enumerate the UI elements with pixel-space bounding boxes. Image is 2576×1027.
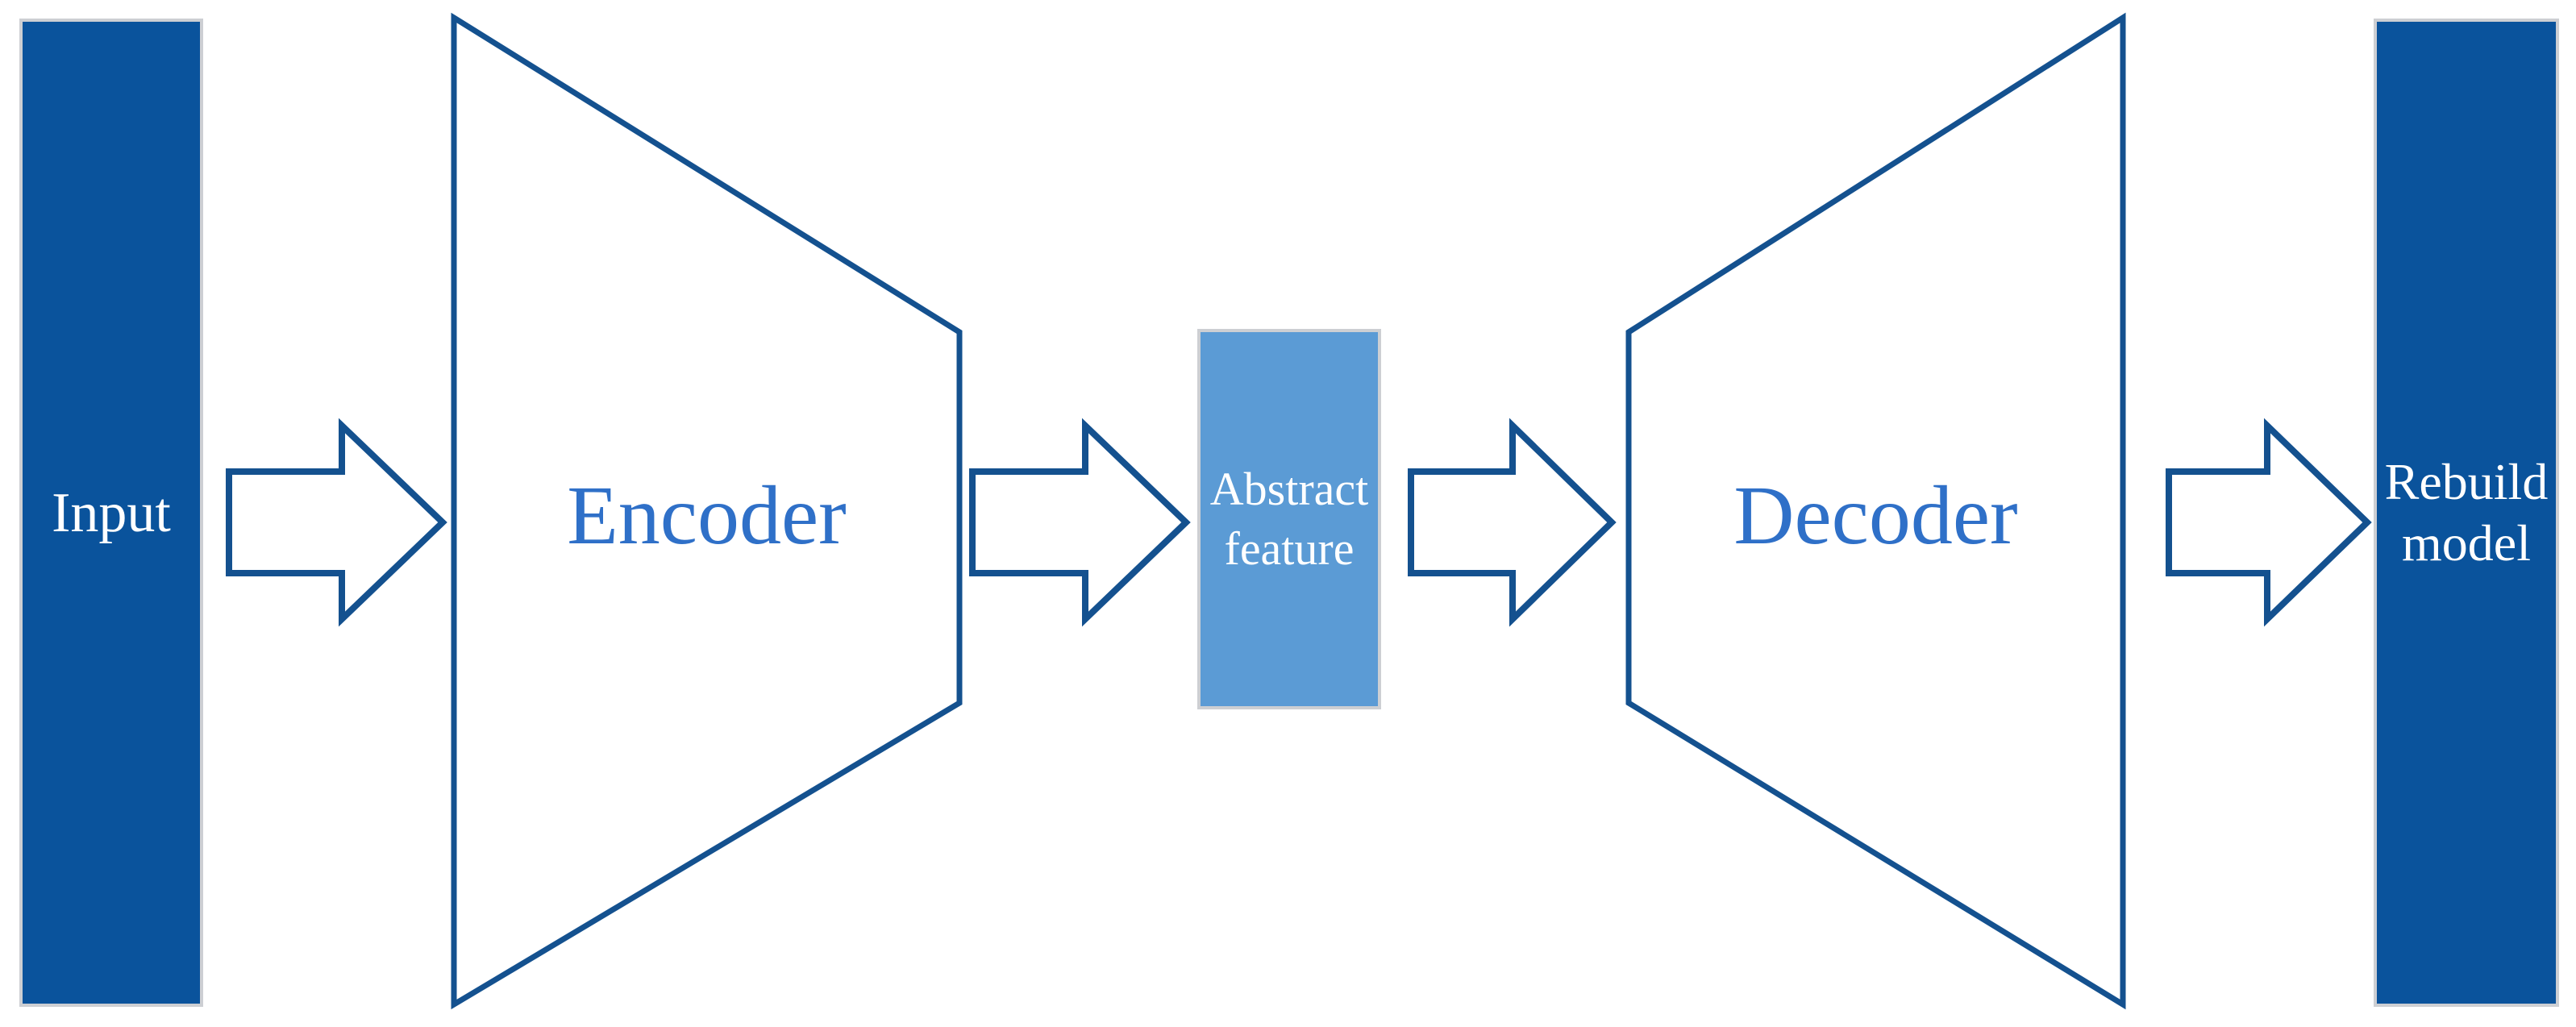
right-arrow-icon-4: [2166, 418, 2372, 627]
decoder-trapezoid: [1625, 12, 2126, 1010]
encoder-trapezoid: [451, 12, 963, 1010]
rebuild-model-label-line2: model: [2402, 514, 2531, 572]
abstract-feature-node: Abstract feature: [1197, 329, 1381, 709]
right-arrow-icon-2: [969, 418, 1191, 627]
abstract-feature-label-line1: Abstract: [1209, 462, 1369, 515]
right-arrow-icon-1: [226, 418, 447, 627]
input-node: Input: [19, 19, 203, 1007]
rebuild-model-label-line1: Rebuild: [2384, 453, 2549, 511]
rebuild-model-node: Rebuild model: [2374, 19, 2559, 1007]
input-label: Input: [52, 481, 171, 544]
abstract-feature-label-line2: feature: [1224, 522, 1355, 575]
right-arrow-icon-3: [1408, 418, 1617, 627]
